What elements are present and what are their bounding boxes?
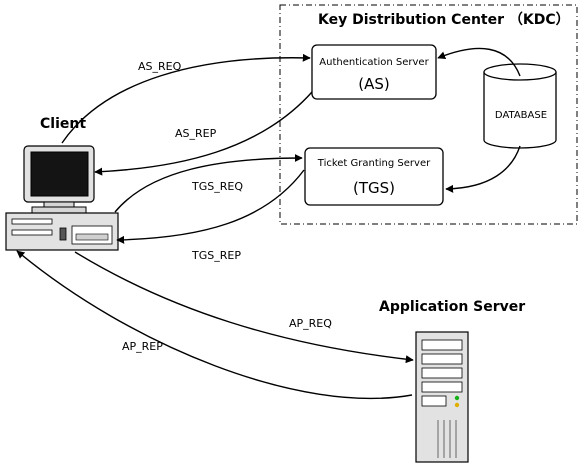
monitor-base [31, 206, 87, 214]
tgs-name: Ticket Granting Server [317, 158, 431, 169]
tgs-abbr: (TGS) [353, 179, 395, 197]
watermark: CSDN @九师兄 [482, 442, 575, 457]
tower-bay-4 [421, 381, 463, 393]
tgs-rep-label: TGS_REP [191, 249, 241, 262]
database-top [483, 63, 557, 81]
as-rep-label: AS_REP [175, 127, 217, 140]
client-computer [5, 145, 119, 251]
kdc-title: Key Distribution Center （KDC） [318, 12, 570, 28]
as-box [311, 44, 437, 100]
ap-req-label: AP_REQ [289, 317, 332, 330]
tower-bay-1 [421, 339, 463, 351]
drive-bay-2 [11, 229, 53, 236]
as-abbr: (AS) [358, 75, 390, 93]
as-req-arrow [61, 53, 311, 144]
tower-led-amber [454, 402, 460, 408]
drive-bay-1 [11, 218, 53, 225]
tower-bay-2 [421, 353, 463, 365]
tower-led-green [454, 395, 460, 401]
as-name: Authentication Server [319, 57, 429, 68]
tgs-req-arrow [114, 154, 303, 213]
ap-rep-arrow [16, 250, 413, 400]
monitor-screen [30, 151, 89, 197]
tower-panel [421, 395, 447, 407]
ap-req-arrow [74, 251, 414, 364]
front-panel-slot [75, 233, 109, 241]
application-server-tower [415, 331, 469, 463]
kdc-boundary [279, 4, 578, 225]
tgs-box [304, 147, 444, 206]
db-to-as-arrow [437, 47, 521, 77]
tgs-rep-arrow [116, 169, 305, 244]
authentication-server: Authentication Server (AS) [311, 44, 437, 100]
as-rep-arrow [94, 91, 313, 176]
client-label: Client [40, 116, 86, 132]
ticket-granting-server: Ticket Granting Server (TGS) [304, 147, 444, 206]
power-button [59, 227, 67, 241]
database-label: DATABASE [495, 110, 547, 121]
ap-rep-label: AP_REP [122, 340, 163, 353]
as-req-label: AS_REQ [138, 60, 182, 73]
database-cylinder: DATABASE [483, 63, 557, 149]
app-server-label: Application Server [379, 299, 525, 315]
tgs-req-label: TGS_REQ [191, 180, 243, 193]
db-to-tgs-arrow [445, 145, 521, 193]
tower-bay-3 [421, 367, 463, 379]
